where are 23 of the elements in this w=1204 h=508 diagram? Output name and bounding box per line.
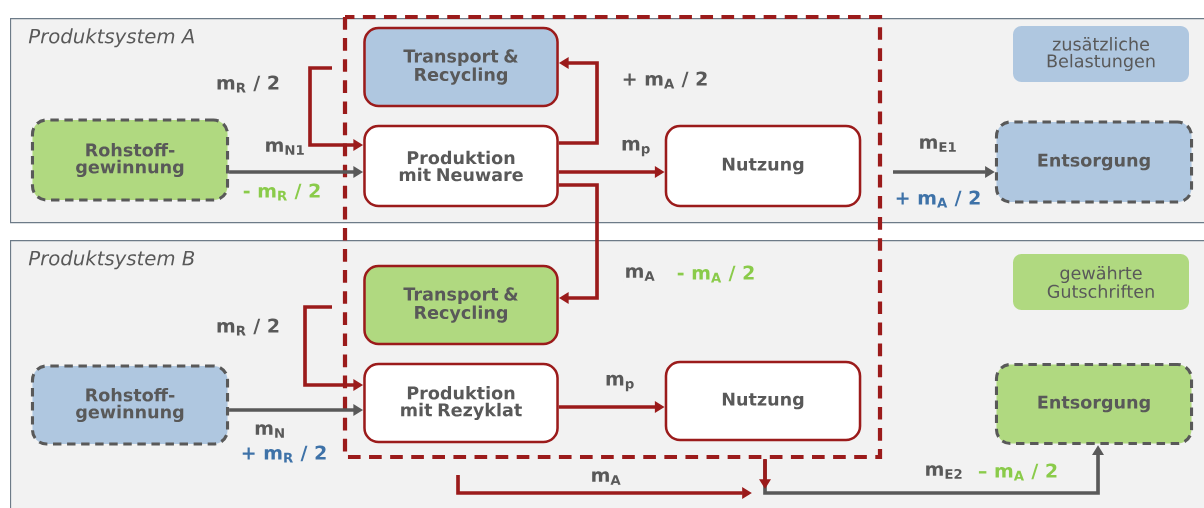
flow-label: - m$_{A}$ / 2 — [675, 264, 757, 284]
process-box: Rohstoff-gewinnung — [30, 118, 230, 202]
process-box: Produktion mit Neuware — [363, 124, 559, 208]
process-box: Transport & Recycling — [363, 264, 559, 346]
process-box: Entsorgung — [994, 362, 1194, 446]
edge-label: m$_{p}$ — [619, 138, 653, 158]
process-box: Nutzung — [664, 360, 862, 442]
edge-label: m$_{R}$ / 2 — [214, 317, 282, 337]
edge-label: m$_{R}$ / 2 — [214, 74, 282, 94]
process-box: Nutzung — [664, 124, 862, 208]
edge-label: + m$_{A}$ / 2 — [620, 70, 710, 90]
flow-label: + m$_{A}$ / 2 — [893, 189, 983, 209]
process-box: Produktion mit Rezyklat — [363, 362, 559, 444]
arrow — [558, 183, 599, 304]
flow-label: – m$_{A}$ / 2 — [976, 462, 1060, 482]
legend-text: zusätzliche Belastungen — [1047, 37, 1155, 71]
flow-label: + m$_{R}$ / 2 — [239, 444, 329, 464]
process-box: Transport & Recycling — [363, 26, 559, 108]
process-box: Entsorgung — [994, 120, 1194, 204]
edge-label: m$_{p}$ — [603, 373, 637, 393]
process-box: Rohstoff-gewinnung — [30, 364, 230, 446]
flow-label: - m$_{R}$ / 2 — [241, 182, 323, 202]
legend-text: gewährte Gutschriften — [1047, 266, 1154, 298]
